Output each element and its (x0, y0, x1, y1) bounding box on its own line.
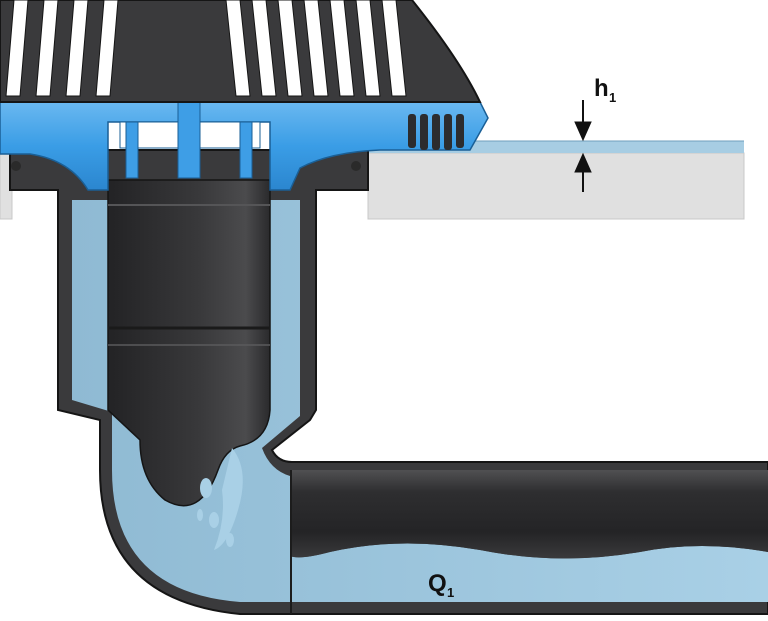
h1-dimension (574, 100, 592, 192)
bolt-left (11, 161, 21, 171)
bolt-right (351, 161, 361, 171)
leaf-guard-slot (329, 0, 355, 97)
flange-side-post-right (239, 121, 253, 179)
leaf-guard-slot (355, 0, 381, 97)
h1-label: h (594, 75, 609, 102)
leaf-guard-slot (5, 0, 29, 97)
drain-insert-body (107, 179, 271, 507)
h1-subscript: 1 (609, 90, 616, 105)
leaf-guard-slot (303, 0, 329, 97)
roof-layer-right (367, 152, 745, 220)
q1-subscript: 1 (447, 585, 454, 600)
flange-center-post (177, 97, 201, 179)
horizontal-pipe (290, 470, 768, 559)
leaf-guard-slot (95, 0, 119, 97)
blue-flange (0, 101, 489, 191)
flange-side-post-left (125, 121, 139, 179)
leaf-guard-slot (35, 0, 59, 97)
q1-label: Q (428, 570, 447, 597)
edge-fins (408, 114, 464, 150)
leaf-guard-slots (5, 0, 407, 97)
water-splash (197, 448, 243, 550)
leaf-guard-slot (277, 0, 303, 97)
leaf-guard-slot (65, 0, 89, 97)
leaf-guard-slot (381, 0, 407, 97)
leaf-guard-slot (225, 0, 251, 97)
leaf-guard-slot (251, 0, 277, 97)
